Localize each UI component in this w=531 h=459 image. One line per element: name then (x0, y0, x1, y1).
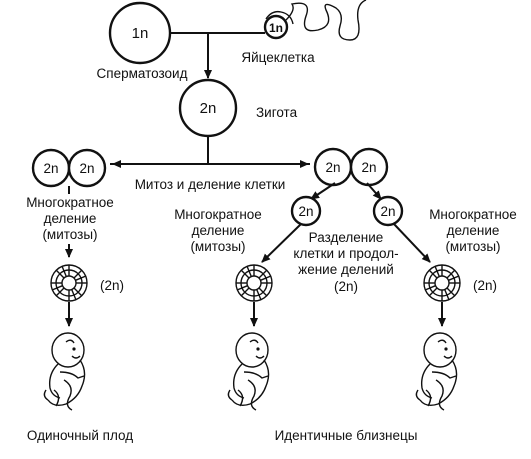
identical-twins-caption: Идентичные близнецы (275, 428, 418, 443)
split-cell-a (290, 195, 322, 227)
twin-b-blastula-arrow (393, 223, 431, 263)
mid-division-line2: деление (192, 223, 245, 238)
left-division-line3: (митозы) (42, 227, 97, 242)
right-pair-b-label: 2n (361, 160, 376, 175)
egg-label: Яйцеклетка (241, 50, 315, 65)
separation-line1: Разделение (309, 230, 384, 245)
right-division-line1: Многократное (429, 207, 517, 222)
twin-a-blastula (235, 264, 273, 302)
twin-a-embryo (227, 332, 270, 411)
split-right-cell-arrow (366, 182, 382, 200)
single-fetus-caption: Одиночный плод (27, 428, 133, 443)
split-cell-b-label: 2n (380, 204, 395, 219)
right-blastula-ploidy: (2n) (473, 278, 497, 293)
mid-division-line3: (митозы) (190, 239, 245, 254)
left-division-line1: Многократное (26, 195, 114, 210)
left-division-line2: деление (44, 211, 97, 226)
separation-line4: (2n) (334, 279, 358, 294)
right-pair-a-label: 2n (325, 160, 340, 175)
separation-line2: клетки и продол- (293, 246, 398, 261)
left-pair-a-label: 2n (43, 161, 58, 176)
egg-cell-label: 1n (269, 21, 283, 35)
mitosis-label: Митоз и деление клетки (135, 177, 286, 192)
mid-division-line1: Многократное (174, 207, 262, 222)
egg-cell (263, 14, 289, 40)
sperm-tail (285, 0, 367, 41)
twin-b-embryo (415, 332, 458, 411)
twin-b-blastula (423, 264, 461, 302)
left-pair-cell-b (67, 148, 107, 188)
left-pair-b-label: 2n (79, 161, 94, 176)
split-cell-b (372, 195, 404, 227)
split-left-cell-arrow (310, 182, 336, 200)
zygote-cell-label: 2n (200, 100, 217, 117)
left-blastula (50, 264, 88, 302)
twin-a-blastula-arrow (261, 223, 302, 263)
single-fetus-embryo (43, 332, 86, 411)
separation-line3: жение делений (298, 262, 394, 277)
right-division-line3: (митозы) (445, 239, 500, 254)
left-blastula-ploidy: (2n) (100, 278, 124, 293)
split-cell-a-label: 2n (298, 204, 313, 219)
zygote-label: Зигота (256, 105, 298, 120)
right-division-line2: деление (447, 223, 500, 238)
sperm-label: Сперматозоид (97, 66, 188, 81)
egg-head-cap (265, 10, 294, 25)
sperm-cell-label: 1n (132, 25, 149, 42)
